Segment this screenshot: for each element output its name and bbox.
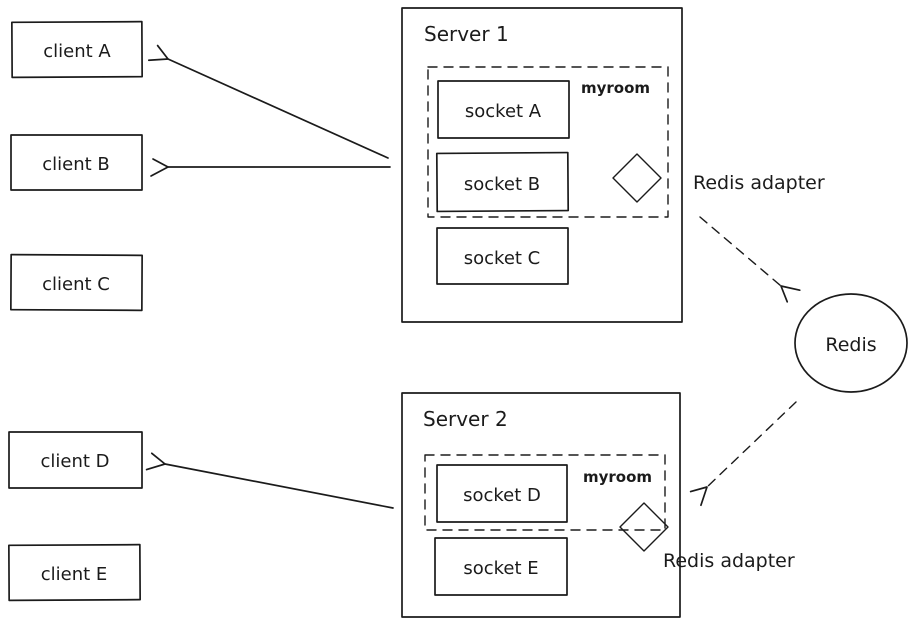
socket-b-box: [435, 151, 570, 213]
server-1-box: [401, 7, 683, 323]
client-b: client B: [10, 134, 143, 191]
client-c-box: [10, 253, 143, 312]
arrow-server1-to-client-a: [147, 44, 389, 159]
socket-a-box: [437, 80, 570, 139]
socket-e-label: socket E: [463, 558, 538, 579]
adapter-diamond-1: [612, 153, 662, 203]
server-2-box: [401, 392, 681, 618]
server-2-title: Server 2: [423, 407, 508, 431]
socket-d-box: [436, 464, 568, 523]
client-b-box: [10, 134, 143, 191]
server-1-room-outline: [427, 66, 669, 218]
server-1-title: Server 1: [424, 22, 509, 46]
client-e: client E: [8, 543, 141, 602]
client-d-box: [8, 431, 143, 489]
client-e-label: client E: [41, 564, 108, 585]
socket-c-box: [436, 227, 569, 285]
client-d: client D: [8, 431, 143, 489]
client-c-label: client C: [42, 274, 110, 295]
client-a-box: [11, 20, 143, 79]
dashed-arrow-redis-to-server2: [689, 401, 797, 507]
socket-b-label: socket B: [464, 174, 540, 195]
redis-adapter-label-1: Redis adapter: [693, 172, 825, 194]
client-e-box: [8, 543, 141, 602]
server-1-room-label: myroom: [581, 79, 650, 97]
dashed-arrow-server1-to-redis: [699, 216, 801, 303]
server-2-room-outline: [424, 454, 666, 531]
redis-label: Redis: [825, 334, 876, 356]
client-d-label: client D: [40, 451, 109, 472]
arrow-server2-to-client-d: [145, 452, 394, 509]
server-1: Server 1 myroom socket A socket B socket…: [401, 7, 683, 323]
redis-node: Redis: [794, 293, 908, 393]
socket-a-label: socket A: [465, 101, 542, 122]
socket-e-box: [434, 537, 568, 596]
redis-adapter-label-2: Redis adapter: [663, 550, 795, 572]
client-b-label: client B: [42, 154, 110, 175]
redis-circle: [794, 293, 908, 393]
server-2: Server 2 myroom socket D socket E: [401, 392, 681, 618]
client-a-label: client A: [43, 41, 111, 62]
client-a: client A: [11, 20, 143, 79]
socket-d-label: socket D: [463, 485, 541, 506]
server-2-room-label: myroom: [583, 468, 652, 486]
socket-c-label: socket C: [464, 248, 541, 269]
client-c: client C: [10, 253, 143, 312]
adapter-diamond-2: [619, 502, 669, 552]
